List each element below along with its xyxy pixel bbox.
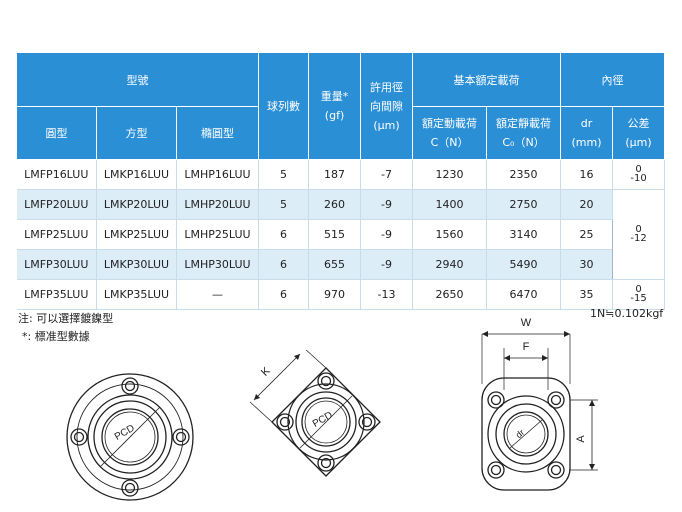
round-flange-diagram: PCD	[66, 373, 194, 501]
cell-rows: 5	[258, 189, 310, 220]
cell-dynamic: 2650	[412, 279, 488, 310]
oval-flange-diagram: W F A dr	[481, 317, 598, 491]
cell-static: 6470	[486, 279, 562, 310]
cell-dr: 16	[560, 159, 614, 190]
cell-dynamic: 1230	[412, 159, 488, 190]
header-weight: 重量* (gf)	[308, 52, 362, 160]
header-clearance-1: 許用徑	[370, 80, 404, 94]
cell-dr: 30	[560, 249, 614, 280]
note-unit: 1N≒0.102kgf	[590, 307, 664, 320]
cell-square: LMKP16LUU	[96, 159, 177, 190]
cell-tolerance: 0-15	[612, 279, 666, 310]
cell-rows: 6	[258, 249, 310, 280]
header-clearance-2: 向間隙	[370, 99, 404, 113]
cell-static: 2750	[486, 189, 562, 220]
cell-round: LMFP30LUU	[16, 249, 97, 280]
cell-dynamic: 1400	[412, 189, 488, 220]
tol-upper: 0	[635, 284, 642, 295]
header-model: 型號	[15, 52, 260, 107]
header-weight-unit: (gf)	[324, 109, 345, 122]
header-dr: dr (mm)	[560, 106, 614, 160]
cell-square: LMKP35LUU	[96, 279, 177, 310]
oval-f-label: F	[523, 341, 530, 353]
header-clearance-unit: (μm)	[373, 118, 400, 132]
cell-rows: 6	[258, 279, 310, 310]
tol-upper: 0	[635, 224, 642, 235]
cell-static: 3140	[486, 219, 562, 250]
tol-lower: -15	[630, 293, 647, 304]
header-basic-load: 基本額定載荷	[412, 52, 562, 107]
header-dr-label: dr	[580, 117, 593, 130]
cell-clearance: -9	[360, 189, 414, 220]
cell-weight: 187	[308, 159, 362, 190]
square-pcd-label: PCD	[311, 410, 335, 430]
header-dr-unit: (mm)	[571, 136, 602, 149]
cell-rows: 5	[258, 159, 310, 190]
cell-weight: 260	[308, 189, 362, 220]
round-pcd-label: PCD	[113, 423, 137, 443]
cell-dynamic: 1560	[412, 219, 488, 250]
header-static-unit: C₀（N）	[502, 136, 545, 149]
header-dynamic-label: 額定動載荷	[422, 117, 478, 130]
oval-a-label: A	[575, 435, 587, 443]
cell-tolerance: 0-12	[612, 189, 666, 280]
cell-tolerance: 0-10	[612, 159, 666, 190]
header-static: 額定靜載荷 C₀（N）	[486, 106, 562, 160]
header-weight-label: 重量*	[320, 90, 349, 103]
spec-table: 型號 球列數 重量* (gf) 許用徑 向間隙 (μm) 基本額定載荷 內徑 圓…	[15, 52, 666, 310]
cell-clearance: -9	[360, 219, 414, 250]
header-ball-rows: 球列數	[258, 52, 310, 160]
header-dynamic: 額定動載荷 C（N）	[412, 106, 488, 160]
tol-lower: -10	[630, 173, 647, 184]
cell-oval: LMHP30LUU	[175, 249, 260, 280]
cell-weight: 655	[308, 249, 362, 280]
oval-w-label: W	[521, 317, 532, 329]
cell-oval: LMHP16LUU	[175, 159, 260, 190]
header-square: 方型	[96, 106, 177, 160]
header-tolerance-unit: (μm)	[625, 136, 652, 149]
header-round: 圓型	[16, 106, 97, 160]
cell-weight: 515	[308, 219, 362, 250]
oval-dr-label: dr	[514, 427, 527, 440]
header-tolerance: 公差 (μm)	[612, 106, 666, 160]
cell-clearance: -7	[360, 159, 414, 190]
cell-static: 2350	[486, 159, 562, 190]
cell-static: 5490	[486, 249, 562, 280]
header-tolerance-label: 公差	[627, 117, 650, 130]
cell-round: LMFP25LUU	[16, 219, 97, 250]
cell-dr: 25	[560, 219, 614, 250]
cell-dynamic: 2940	[412, 249, 488, 280]
header-oval: 橢圓型	[175, 106, 260, 160]
cell-round: LMFP16LUU	[16, 159, 97, 190]
cell-rows: 6	[258, 219, 310, 250]
cell-square: LMKP25LUU	[96, 219, 177, 250]
cell-oval: —	[175, 279, 260, 310]
cell-square: LMKP20LUU	[96, 189, 177, 220]
header-inner-dia: 內徑	[560, 52, 666, 107]
cell-weight: 970	[308, 279, 362, 310]
cell-clearance: -9	[360, 249, 414, 280]
table-row: LMFP35LUU LMKP35LUU — 6 970 -13 2650 647…	[16, 279, 666, 310]
note-nickel: 注: 可以選擇鍍鎳型	[18, 312, 114, 325]
table-row: LMFP20LUU LMKP20LUU LMHP20LUU 5 260 -9 1…	[16, 189, 666, 280]
square-flange-diagram: K PCD	[249, 350, 381, 477]
cell-square: LMKP30LUU	[96, 249, 177, 280]
cell-dr: 20	[560, 189, 614, 220]
cell-clearance: -13	[360, 279, 414, 310]
cell-dr: 35	[560, 279, 614, 310]
tol-upper: 0	[635, 164, 642, 175]
header-clearance: 許用徑 向間隙 (μm)	[360, 52, 414, 160]
header-dynamic-unit: C（N）	[430, 136, 469, 149]
cell-oval: LMHP20LUU	[175, 189, 260, 220]
cell-oval: LMHP25LUU	[175, 219, 260, 250]
tol-lower: -12	[630, 233, 647, 244]
table-row: LMFP25LUU LMKP25LUU LMHP25LUU 6 515 -9 1…	[16, 219, 665, 250]
table-row: LMFP30LUU LMKP30LUU LMHP30LUU 6 655 -9 2…	[16, 249, 665, 280]
note-standard: *: 標准型數據	[22, 330, 90, 343]
header-static-label: 額定靜載荷	[496, 117, 552, 130]
cell-round: LMFP35LUU	[16, 279, 97, 310]
square-k-label: K	[259, 365, 273, 379]
table-row: LMFP16LUU LMKP16LUU LMHP16LUU 5 187 -7 1…	[16, 159, 666, 190]
cell-round: LMFP20LUU	[16, 189, 97, 220]
